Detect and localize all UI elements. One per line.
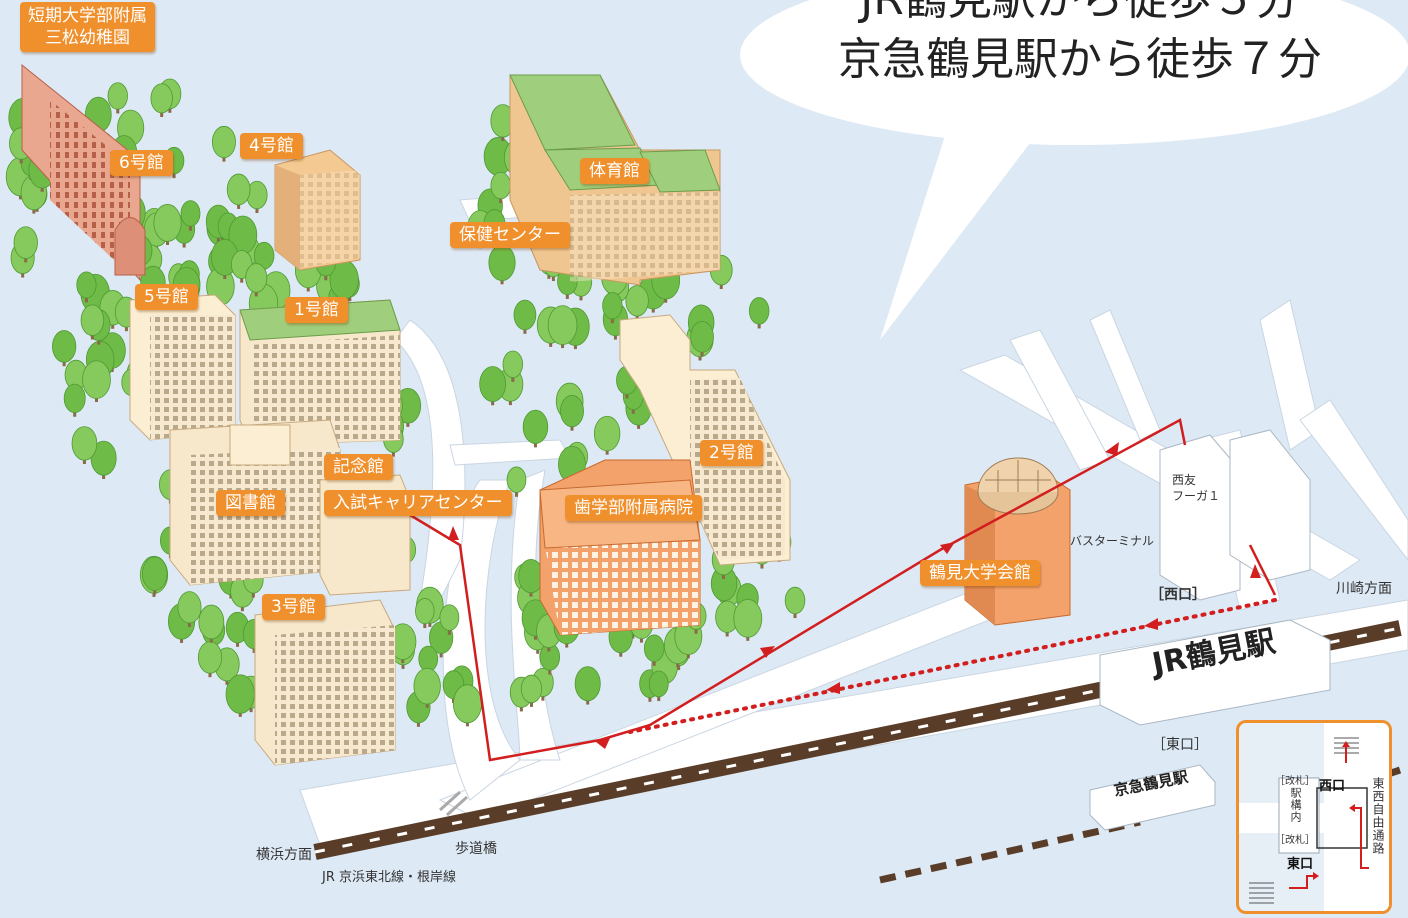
inset-gate-top: ［改札］ bbox=[1275, 776, 1315, 787]
access-bubble bbox=[740, 0, 1408, 340]
access-line-keikyu: 京急鶴見駅から徒歩７分 bbox=[838, 34, 1322, 85]
label-seiyu[interactable]: 西友 フーガ１ bbox=[1172, 472, 1220, 504]
label-footbridge[interactable]: 歩道橋 bbox=[455, 841, 497, 857]
label-health-center[interactable]: 保健センター bbox=[450, 222, 570, 248]
label-west-exit[interactable]: ［西口］ bbox=[1150, 587, 1206, 603]
label-dental-hospital[interactable]: 歯学部附属病院 bbox=[565, 495, 702, 521]
label-kinenkan[interactable]: 記念館 bbox=[324, 454, 393, 480]
inset-gate-bottom: ［改札］ bbox=[1275, 835, 1315, 846]
inset-west-exit: 西口 bbox=[1319, 779, 1346, 794]
label-bus-terminal[interactable]: バスターミナル bbox=[1070, 534, 1155, 548]
label-kawasaki-direction: 川崎方面 bbox=[1336, 581, 1392, 597]
access-info: JR鶴見駅から徒歩５分 京急鶴見駅から徒歩７分 bbox=[770, 0, 1390, 90]
label-building-1[interactable]: 1号館 bbox=[285, 297, 348, 323]
access-line-jr: JR鶴見駅から徒歩５分 bbox=[770, 0, 1390, 30]
label-building-2[interactable]: 2号館 bbox=[700, 440, 763, 466]
label-east-exit[interactable]: ［東口］ bbox=[1152, 737, 1208, 753]
buildings bbox=[21, 63, 1331, 831]
station-inset-map: ［改札］ ［改札］ 駅構内 西口 東口 東西自由通路 bbox=[1236, 720, 1392, 914]
label-seiyu-line1: 西友 bbox=[1172, 473, 1197, 487]
label-kindergarten-line1: 短期大学部附属 bbox=[28, 6, 147, 26]
label-library[interactable]: 図書館 bbox=[216, 490, 285, 516]
walking-routes bbox=[409, 418, 1277, 762]
inset-drawing bbox=[1239, 723, 1389, 911]
label-kindergarten-line2: 三松幼稚園 bbox=[45, 28, 130, 48]
inset-east-exit: 東口 bbox=[1287, 857, 1314, 872]
label-gym[interactable]: 体育館 bbox=[580, 158, 649, 184]
label-kindergarten[interactable]: 短期大学部附属 三松幼稚園 bbox=[20, 2, 155, 52]
label-seiyu-line2: フーガ１ bbox=[1172, 489, 1221, 503]
inset-free-passage: 東西自由通路 bbox=[1371, 777, 1385, 855]
label-building-5[interactable]: 5号館 bbox=[135, 284, 198, 310]
label-jr-lines: JR 京浜東北線・根岸線 bbox=[322, 870, 456, 885]
label-yokohama-direction: 横浜方面 bbox=[256, 847, 312, 863]
label-building-4[interactable]: 4号館 bbox=[240, 133, 303, 159]
label-university-hall[interactable]: 鶴見大学会館 bbox=[920, 560, 1040, 586]
label-career-center[interactable]: 入試キャリアセンター bbox=[324, 490, 512, 516]
label-building-6[interactable]: 6号館 bbox=[110, 150, 173, 176]
inset-station-inside: 駅構内 bbox=[1289, 787, 1302, 823]
label-building-3[interactable]: 3号館 bbox=[262, 594, 325, 620]
